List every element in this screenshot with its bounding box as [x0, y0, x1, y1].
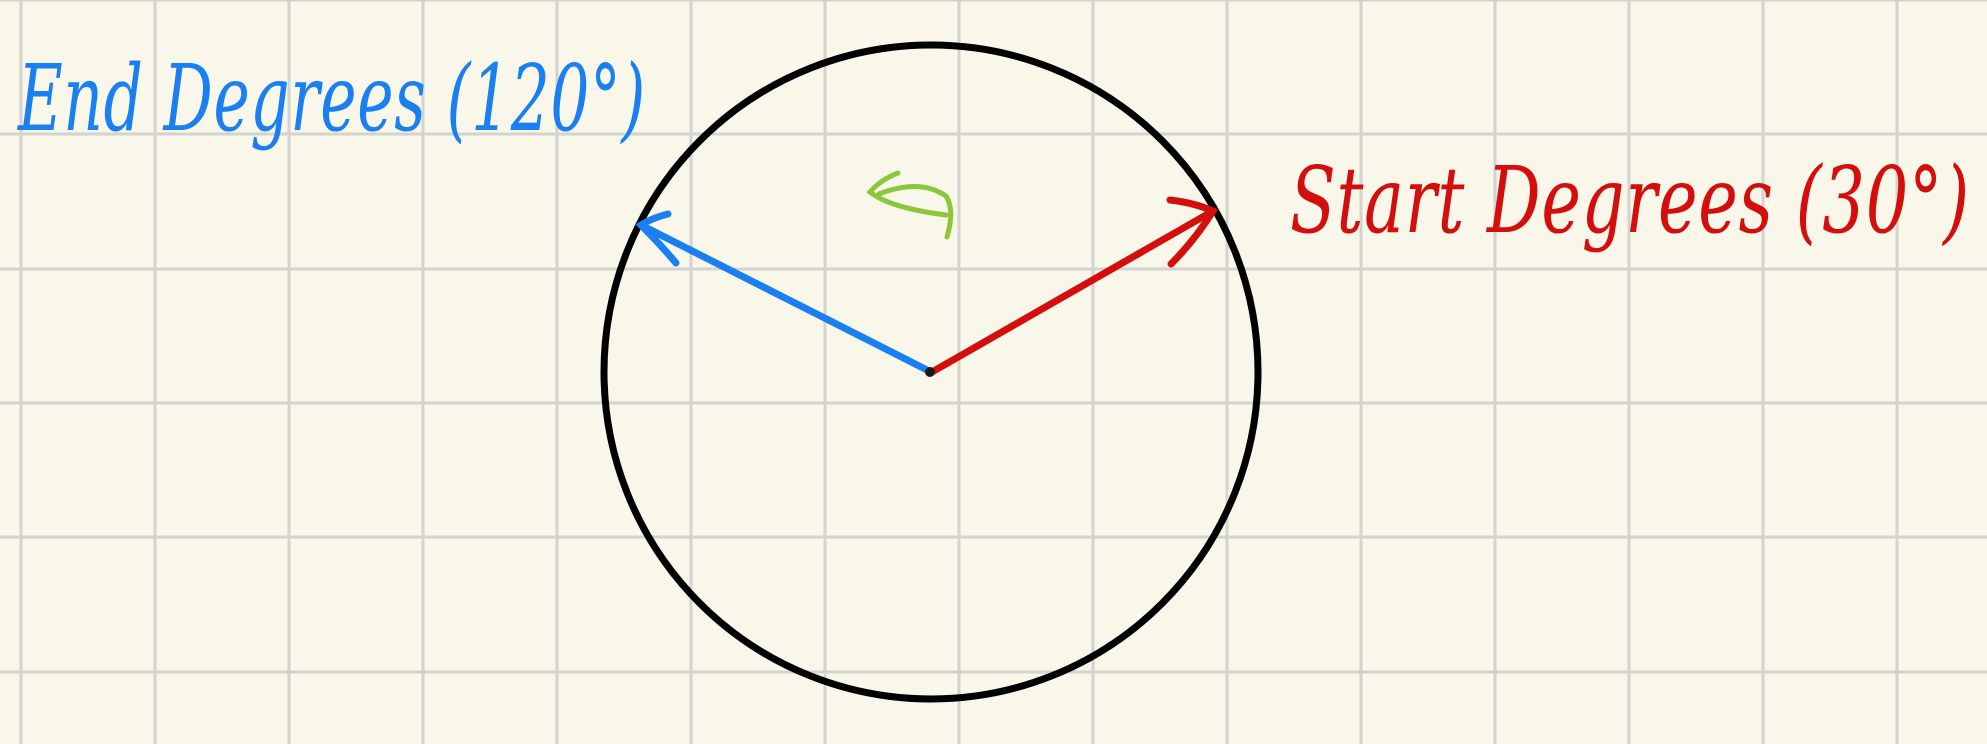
end-degrees-arrow	[635, 210, 933, 375]
start-degrees-arrow	[928, 196, 1219, 376]
start-degrees-label: Start Degrees (30°)	[1290, 147, 1970, 254]
rotation-direction-arrow	[866, 170, 954, 240]
end-degrees-label: End Degrees (120°)	[17, 45, 646, 152]
circle-outline	[600, 41, 1262, 703]
center-point	[925, 367, 935, 377]
